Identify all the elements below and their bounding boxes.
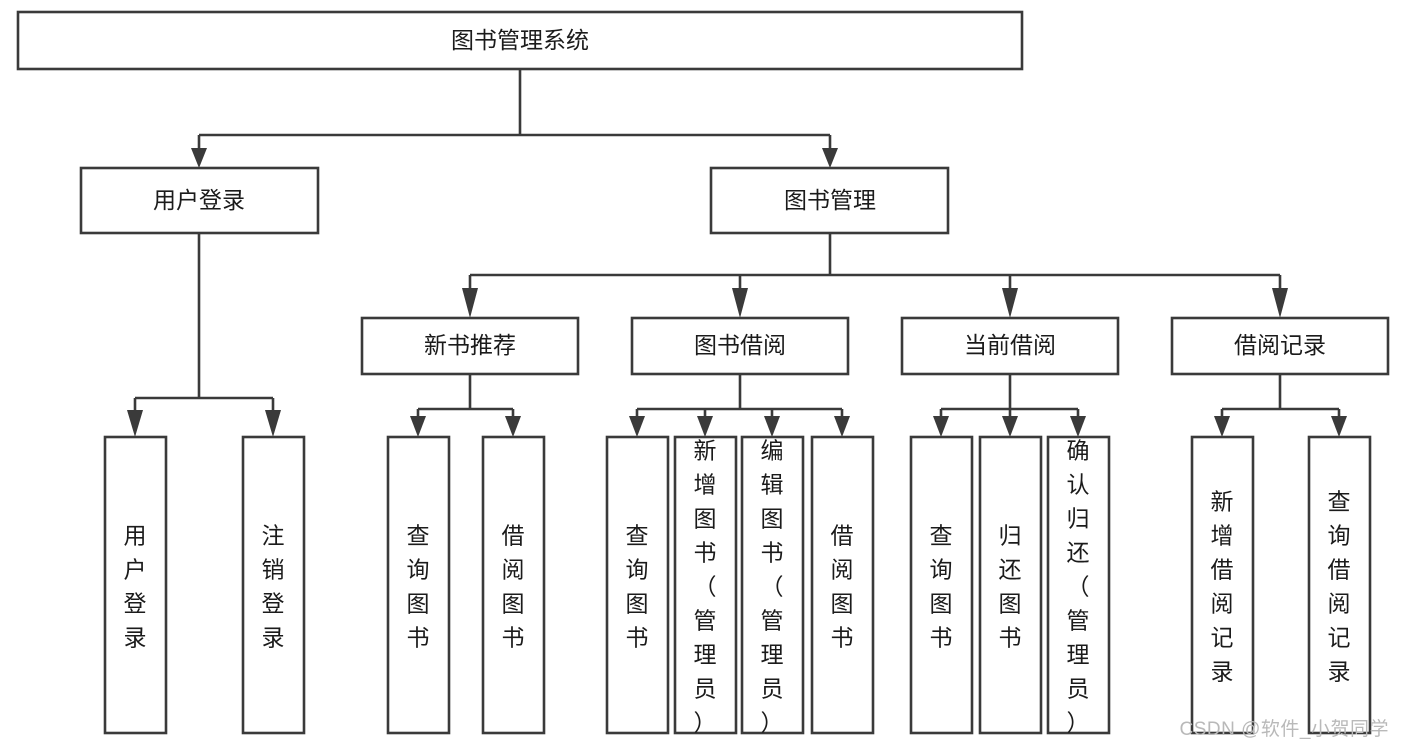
arrow-to-book-manage [822, 148, 838, 168]
leaf-borrow-record-1[interactable]: 查询借阅记录 [1307, 435, 1372, 735]
leaf-borrow-record-1-box[interactable] [1307, 435, 1372, 735]
node-borrow-record-label: 借阅记录 [1234, 332, 1326, 358]
leaf-book-borrow-1-label: 新增图书（管理员） [694, 438, 717, 736]
node-borrow-record[interactable]: 借阅记录 [1170, 316, 1390, 376]
arrow-bookborrow-leaf-3 [764, 416, 780, 437]
arrow-bookborrow-leaf-4 [834, 416, 850, 437]
leaf-current-borrow-1-box[interactable] [978, 435, 1043, 735]
leaf-book-borrow-0-label: 查询图书 [626, 523, 649, 651]
leaf-borrow-record-1-label: 查询借阅记录 [1328, 489, 1351, 685]
arrow-to-book-borrow [732, 288, 748, 318]
leaf-current-borrow-1-label: 归还图书 [999, 523, 1022, 651]
arrow-to-user-login [191, 148, 207, 168]
leaf-borrow-record-0-label: 新增借阅记录 [1211, 489, 1234, 685]
arrow-currentborrow-leaf-2 [1002, 416, 1018, 437]
node-user-login[interactable]: 用户登录 [79, 166, 320, 235]
leaf-new-book-0[interactable]: 查询图书 [386, 435, 451, 735]
leaf-book-borrow-0-box[interactable] [605, 435, 670, 735]
leaf-new-book-1-box[interactable] [481, 435, 546, 735]
node-book-manage[interactable]: 图书管理 [709, 166, 950, 235]
leaf-current-borrow-2-box[interactable] [1046, 435, 1111, 735]
node-borrow-record-box[interactable] [1170, 316, 1390, 376]
arrow-to-new-book [462, 288, 478, 318]
node-book-borrow-label: 图书借阅 [694, 332, 786, 358]
leaf-current-borrow-2-label: 确认归还（管理员） [1067, 438, 1090, 736]
arrow-borrowrecord-leaf-2 [1331, 416, 1347, 437]
arrow-newbook-leaf-1 [410, 416, 426, 437]
node-book-manage-label: 图书管理 [784, 187, 876, 213]
leaf-book-borrow-3-label: 借阅图书 [831, 523, 854, 651]
leaf-user-login-1-box[interactable] [241, 435, 306, 735]
leaf-current-borrow-0[interactable]: 查询图书 [909, 435, 974, 735]
leaf-user-login-0-label: 用户登录 [124, 523, 147, 651]
leaf-book-borrow-2[interactable]: 编辑图书（管理员） [740, 435, 805, 736]
leaf-book-borrow-3[interactable]: 借阅图书 [810, 435, 875, 735]
node-current-borrow-label: 当前借阅 [964, 332, 1056, 358]
arrow-newbook-leaf-2 [505, 416, 521, 437]
node-current-borrow[interactable]: 当前借阅 [900, 316, 1120, 376]
leaf-borrow-record-0[interactable]: 新增借阅记录 [1190, 435, 1255, 735]
leaf-new-book-1-label: 借阅图书 [502, 523, 525, 651]
node-new-book-recommend-box[interactable] [360, 316, 580, 376]
leaf-user-login-0[interactable]: 用户登录 [103, 435, 168, 735]
leaf-book-borrow-2-label: 编辑图书（管理员） [761, 438, 784, 736]
leaf-book-borrow-2-box[interactable] [740, 435, 805, 735]
arrow-currentborrow-leaf-3 [1070, 416, 1086, 437]
leaf-new-book-0-label: 查询图书 [407, 523, 430, 651]
node-root-label: 图书管理系统 [451, 27, 589, 53]
leaf-book-borrow-1-box[interactable] [673, 435, 738, 735]
leaf-user-login-1-label: 注销登录 [262, 523, 285, 651]
leaf-new-book-1[interactable]: 借阅图书 [481, 435, 546, 735]
node-current-borrow-box[interactable] [900, 316, 1120, 376]
leaf-user-login-1[interactable]: 注销登录 [241, 435, 306, 735]
leaf-current-borrow-0-box[interactable] [909, 435, 974, 735]
node-book-borrow[interactable]: 图书借阅 [630, 316, 850, 376]
arrow-borrowrecord-leaf-1 [1214, 416, 1230, 437]
leaf-current-borrow-1[interactable]: 归还图书 [978, 435, 1043, 735]
leaf-current-borrow-0-label: 查询图书 [930, 523, 953, 651]
node-root-box[interactable] [16, 10, 1024, 71]
arrow-currentborrow-leaf-1 [933, 416, 949, 437]
leaf-book-borrow-1[interactable]: 新增图书（管理员） [673, 435, 738, 736]
leaf-borrow-record-0-box[interactable] [1190, 435, 1255, 735]
arrow-to-current-borrow [1002, 288, 1018, 318]
node-book-borrow-box[interactable] [630, 316, 850, 376]
leaf-user-login-0-box[interactable] [103, 435, 168, 735]
arrow-bookborrow-leaf-1 [629, 416, 645, 437]
node-root[interactable]: 图书管理系统 [16, 10, 1024, 71]
node-new-book-recommend[interactable]: 新书推荐 [360, 316, 580, 376]
arrow-userlogin-leaf-1 [127, 410, 143, 437]
leaf-current-borrow-2[interactable]: 确认归还（管理员） [1046, 435, 1111, 736]
arrow-userlogin-leaf-2 [265, 410, 281, 437]
arrow-bookborrow-leaf-2 [697, 416, 713, 437]
leaf-book-borrow-3-box[interactable] [810, 435, 875, 735]
node-user-login-label: 用户登录 [153, 187, 245, 213]
arrow-to-borrow-record [1272, 288, 1288, 318]
leaf-book-borrow-0[interactable]: 查询图书 [605, 435, 670, 735]
connectors [127, 69, 1347, 437]
leaf-new-book-0-box[interactable] [386, 435, 451, 735]
node-book-manage-box[interactable] [709, 166, 950, 235]
node-user-login-box[interactable] [79, 166, 320, 235]
node-new-book-recommend-label: 新书推荐 [424, 332, 516, 358]
